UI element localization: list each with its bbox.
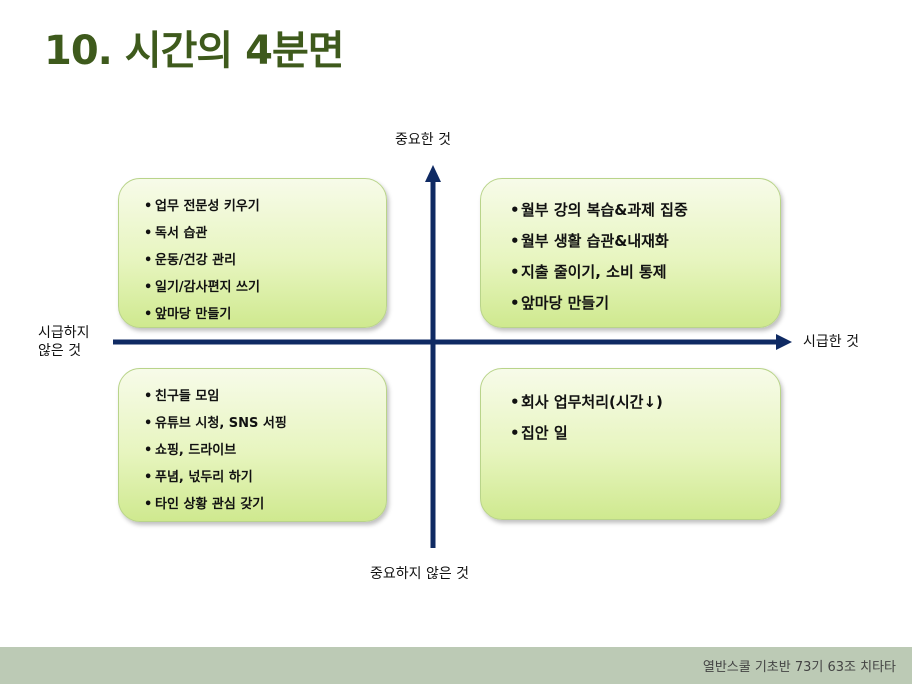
right-arrowhead bbox=[776, 334, 792, 350]
axis-label-not-important: 중요하지 않은 것 bbox=[370, 566, 470, 582]
quadrant-important-urgent: 월부 강의 복습&과제 집중 월부 생활 습관&내재화 지출 줄이기, 소비 통… bbox=[480, 178, 781, 328]
footer-text: 열반스쿨 기초반 73기 63조 치타타 bbox=[702, 660, 896, 675]
list-item: 회사 업무처리(시간↓) bbox=[510, 387, 780, 418]
axis-label-not-urgent: 시급하지 않은 것 bbox=[38, 324, 90, 360]
axis-label-important: 중요한 것 bbox=[395, 132, 451, 148]
list-item: 업무 전문성 키우기 bbox=[144, 193, 386, 220]
list-item: 친구들 모임 bbox=[144, 383, 386, 410]
axis-label-line: 시급하지 bbox=[38, 325, 90, 341]
quadrant-important-not-urgent: 업무 전문성 키우기 독서 습관 운동/건강 관리 일기/감사편지 쓰기 앞마당… bbox=[118, 178, 387, 328]
list-item: 앞마당 만들기 bbox=[510, 288, 780, 319]
list-item: 지출 줄이기, 소비 통제 bbox=[510, 257, 780, 288]
footer-bar: 열반스쿨 기초반 73기 63조 치타타 bbox=[0, 647, 912, 684]
list-item: 푸념, 넋두리 하기 bbox=[144, 464, 386, 491]
up-arrowhead bbox=[425, 165, 441, 182]
list-item: 독서 습관 bbox=[144, 220, 386, 247]
list-item: 월부 생활 습관&내재화 bbox=[510, 226, 780, 257]
list-item: 일기/감사편지 쓰기 bbox=[144, 274, 386, 301]
list-item: 월부 강의 복습&과제 집중 bbox=[510, 195, 780, 226]
list-item: 앞마당 만들기 bbox=[144, 301, 386, 328]
quadrant-not-important-not-urgent: 친구들 모임 유튜브 시청, SNS 서핑 쇼핑, 드라이브 푸념, 넋두리 하… bbox=[118, 368, 387, 522]
list-item: 타인 상황 관심 갖기 bbox=[144, 491, 386, 518]
list-item: 집안 일 bbox=[510, 418, 780, 449]
list-item: 운동/건강 관리 bbox=[144, 247, 386, 274]
list-item: 유튜브 시청, SNS 서핑 bbox=[144, 410, 386, 437]
axis-label-urgent: 시급한 것 bbox=[803, 334, 859, 350]
axis-label-line: 않은 것 bbox=[38, 343, 82, 359]
slide-title: 10. 시간의 4분면 bbox=[44, 28, 345, 74]
quadrant-not-important-urgent: 회사 업무처리(시간↓) 집안 일 bbox=[480, 368, 781, 520]
list-item: 쇼핑, 드라이브 bbox=[144, 437, 386, 464]
